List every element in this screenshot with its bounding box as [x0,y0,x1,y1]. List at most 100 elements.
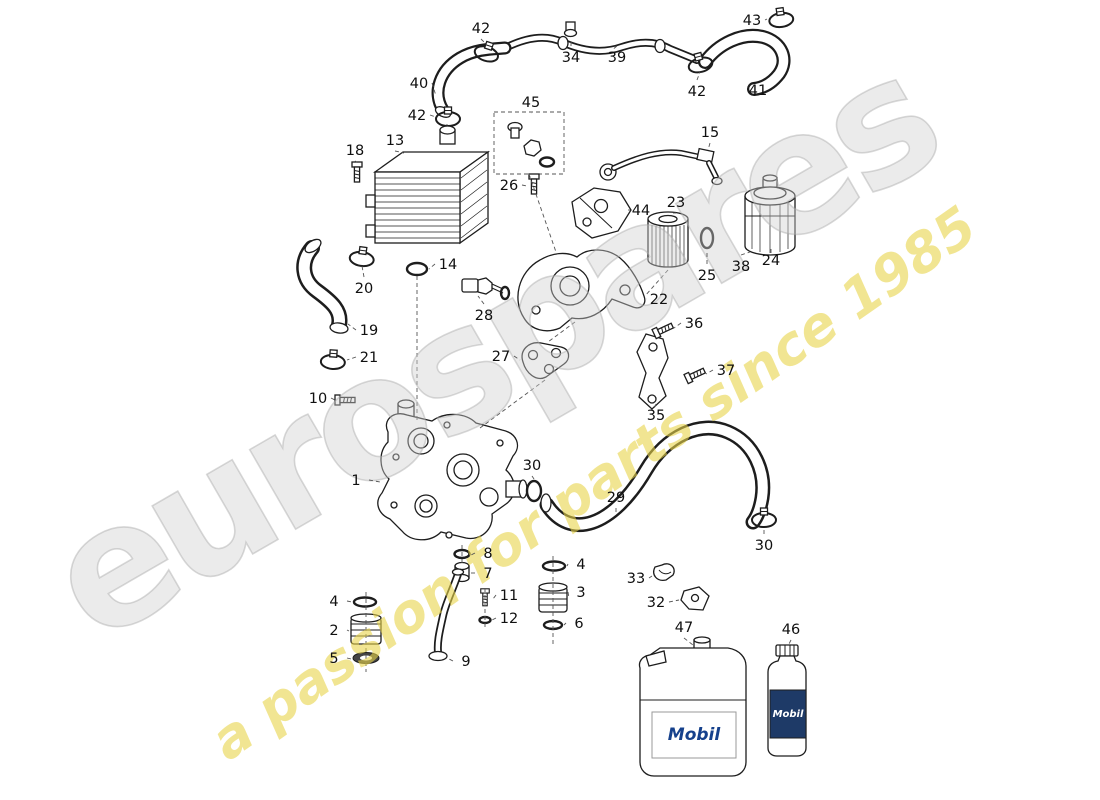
part-44-bracket [571,187,632,239]
part-number-23: 23 [667,195,685,211]
jug-label [651,711,737,759]
part-28-sensor [461,277,511,301]
part-number-14: 14 [439,257,457,273]
part-number-39: 39 [608,50,626,66]
leader-line [531,475,535,480]
leader-line [673,322,682,329]
part-20-clamp [347,244,377,269]
part-number-34: 34 [562,50,580,66]
part-47-oil-jug: Mobil [638,636,747,777]
leader-line [346,657,352,660]
part-30-oring-a [525,479,543,503]
leader-line [683,637,694,646]
leader-line [330,397,336,401]
leader-line [764,18,768,21]
leader-line [361,265,365,278]
part-number-18: 18 [346,143,364,159]
part-number-20: 20 [355,281,373,297]
part-22-housing-cover [517,249,646,332]
part-8-oring [453,548,471,560]
part-24-filter-housing [744,174,796,256]
leader-line [513,355,521,361]
part-number-37: 37 [717,363,735,379]
leader-line [696,71,701,81]
part-number-1: 1 [351,473,360,489]
part-29-hose [539,420,771,533]
part-number-6: 6 [574,616,583,632]
jug-brand-text: Mobil [668,725,722,745]
part-46-oil-bottle: Mobil [767,644,807,757]
part-number-42: 42 [472,21,490,37]
leader-line [346,356,357,361]
leader-line [492,594,497,600]
leader-line [611,45,618,51]
part-45-valve-group [493,111,565,175]
part-number-35: 35 [647,408,665,424]
part-41-hose [698,28,791,96]
part-number-26: 26 [500,178,518,194]
bottle-brand-text: Mobil [773,709,804,720]
part-number-25: 25 [698,268,716,284]
part-number-45: 45 [522,95,540,111]
part-number-42: 42 [408,108,426,124]
part-number-11: 11 [500,588,518,604]
part-32-bracket [680,586,710,611]
part-number-22: 22 [650,292,668,308]
part-43-clamp [766,5,796,30]
leader-line [480,38,488,46]
part-number-8: 8 [483,546,492,562]
part-number-41: 41 [749,83,767,99]
part-number-12: 12 [500,611,518,627]
leader-line [668,599,680,603]
leader-line [705,369,714,375]
part-number-15: 15 [701,125,719,141]
leader-line [470,552,476,556]
assembly-dashed-lines [365,173,669,672]
leader-line [491,617,497,621]
leader-line [521,184,528,187]
part-number-30: 30 [755,538,773,554]
part-1-filter-bracket [377,399,528,541]
leader-line [448,658,454,662]
part-number-19: 19 [360,323,378,339]
leader-line [346,600,353,603]
part-number-36: 36 [685,316,703,332]
leader-line [566,563,569,567]
leader-line [429,114,437,118]
part-number-29: 29 [607,490,625,506]
part-33-clip [653,563,675,581]
leader-line [648,575,653,579]
part-number-7: 7 [483,566,492,582]
leader-line [354,160,358,163]
part-number-13: 13 [386,133,404,149]
part-4-oring-b [352,596,378,608]
part-number-4: 4 [329,594,338,610]
leader-line [394,150,405,154]
leader-line [431,82,437,97]
part-number-38: 38 [732,259,750,275]
part-number-2: 2 [329,623,338,639]
leader-line [346,629,350,632]
leader-line [707,142,711,151]
part-14-oring [405,261,429,277]
leader-line [563,622,567,626]
part-number-24: 24 [762,253,780,269]
part-number-5: 5 [329,651,338,667]
leader-line [368,479,381,483]
bottle-label [769,689,807,739]
part-4-oring-a [541,560,567,572]
leader-line [428,263,436,270]
leader-line [567,591,570,599]
part-number-9: 9 [461,654,470,670]
part-27-gasket [521,342,570,379]
part-19-hose [296,238,349,334]
part-number-42: 42 [688,84,706,100]
part-number-43: 43 [743,13,761,29]
part-number-47: 47 [675,620,693,636]
part-number-4: 4 [576,557,585,573]
part-15-oil-line [599,147,723,186]
part-number-27: 27 [492,349,510,365]
leader-line [788,639,792,645]
part-34-grommet [563,21,578,38]
